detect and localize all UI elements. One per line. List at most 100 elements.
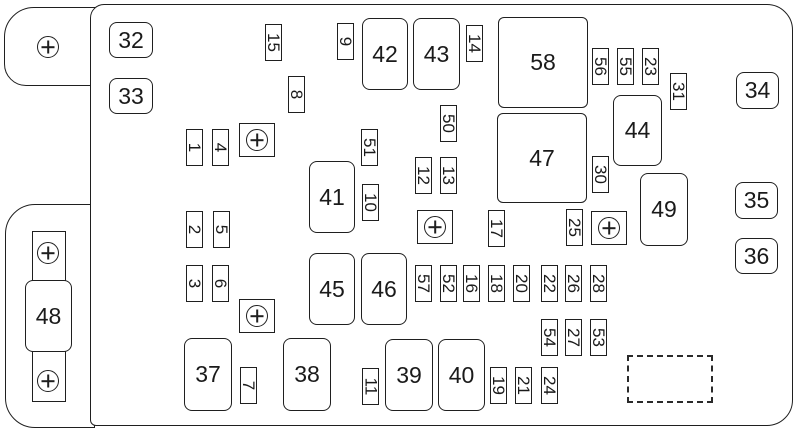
fuse: 57 [414,265,434,302]
fuse-label: 16 [462,274,482,293]
relay-box: 33 [109,78,153,114]
relay-box: 32 [109,22,153,58]
fuse: 24 [540,367,560,404]
fuse-label: 28 [589,274,609,293]
relay-box: 46 [361,253,407,325]
fuse-label: 30 [591,165,611,184]
relay-label: 46 [371,275,397,302]
fuse-label: 7 [239,380,258,391]
fuse: 50 [439,105,459,142]
relay-label: 43 [423,40,450,67]
fuse: 10 [361,184,381,221]
relay-label: 49 [651,196,677,222]
fuse-label: 53 [589,328,609,347]
relay-box: 36 [735,238,778,274]
relay-label: 42 [372,40,398,67]
relay-box: 41 [309,161,355,233]
relay-label: 58 [530,49,556,75]
relay-label: 39 [396,361,422,388]
relay-box: 49 [640,173,688,246]
fuse-label: 6 [211,278,230,289]
relay-label: 40 [448,361,475,388]
plus-terminal-icon [37,36,59,58]
fuse-label: 13 [439,166,459,185]
fuse-label: 9 [336,36,355,47]
relay-box: 34 [736,72,779,109]
fuse-label: 24 [540,376,560,395]
fuse-label: 51 [360,138,380,157]
fuse-label: 19 [489,376,509,395]
fuse-label: 12 [414,166,434,185]
relay-box: 37 [184,338,232,411]
fuse: 30 [591,156,611,193]
relay-box: 58 [498,17,588,108]
fuse: 53 [589,319,609,356]
fuse: 6 [211,265,230,302]
fuse-label: 21 [514,376,534,395]
fuse-label: 14 [465,34,485,53]
fuse-label: 52 [439,274,459,293]
fuse: 56 [591,48,611,85]
fuse-label: 56 [591,57,611,76]
relay-box: 39 [385,339,433,411]
fuse: 7 [239,367,258,404]
fuse: 4 [211,129,230,166]
fuse: 2 [185,211,204,248]
fuse: 26 [564,265,584,302]
fuse: 3 [185,265,204,302]
relay-label: 37 [195,361,221,387]
fuse-label: 2 [185,224,204,235]
fuse: 27 [564,319,584,356]
relay-box: 48 [25,280,72,352]
fuse-label: 4 [211,142,230,153]
relay-box: 44 [613,95,662,166]
fuse-label: 11 [361,377,380,396]
fuse-label: 27 [564,328,584,347]
plus-terminal-icon [598,217,620,239]
relay-box: 35 [735,182,778,219]
plus-terminal-icon [37,242,59,264]
fuse-label: 50 [439,114,459,133]
fuse-label: 10 [361,193,381,212]
fuse: 21 [514,367,534,404]
fuse: 15 [264,24,283,61]
fuse: 5 [212,211,231,248]
relay-box: 43 [413,18,460,90]
fuse: 18 [487,265,507,302]
relay-label: 32 [118,26,144,53]
fuse-label: 25 [565,218,585,237]
fuse-label: 31 [669,82,689,101]
fuse-label: 1 [185,142,204,153]
fuse-label: 57 [414,274,434,293]
relay-label: 36 [743,242,770,269]
relay-label: 47 [529,144,555,171]
fuse: 28 [589,265,609,302]
relay-box: 38 [283,338,331,411]
plus-terminal-icon [37,370,59,392]
relay-label: 45 [319,275,345,302]
relay-label: 33 [118,82,144,109]
fuse: 55 [616,48,635,85]
fuse: 19 [489,367,509,404]
fuse-label: 5 [212,224,231,235]
relay-label: 38 [294,361,320,387]
fuse: 9 [336,23,355,60]
plus-terminal-icon [246,305,268,327]
relay-box: 45 [309,253,355,325]
fuse-label: 54 [540,328,560,347]
fuse-label: 26 [564,274,584,293]
fuse: 23 [641,48,661,85]
fuse: 1 [185,129,204,166]
fuse: 8 [287,76,306,113]
relay-label: 34 [744,77,771,103]
fuse-label: 23 [641,57,661,76]
fuse: 25 [565,209,585,246]
relay-box: 47 [497,113,587,203]
fuse-label: 17 [487,219,507,238]
fuse-label: 22 [540,274,560,293]
fuse-label: 18 [487,274,507,293]
fuse-label: 3 [185,278,204,289]
fuse: 31 [669,73,689,110]
fuse-label: 20 [512,274,532,293]
